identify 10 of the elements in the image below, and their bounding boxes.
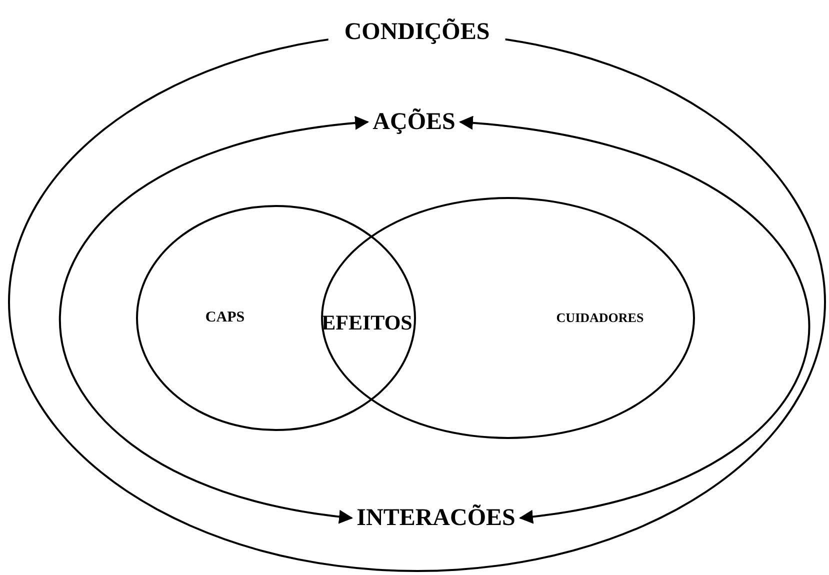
circle-label: CUIDADORES [556, 310, 644, 326]
node-label: AÇÕES [372, 108, 456, 136]
circle-label: CAPS [205, 310, 245, 326]
heading: CONDIÇÕES [328, 17, 506, 47]
circle [136, 205, 416, 431]
node-label: INTERACÕES [356, 504, 516, 532]
circle [321, 197, 695, 439]
curved-arrow [458, 116, 810, 523]
curved-arrow [59, 116, 370, 523]
overlap-label: EFEITOS [322, 310, 412, 336]
